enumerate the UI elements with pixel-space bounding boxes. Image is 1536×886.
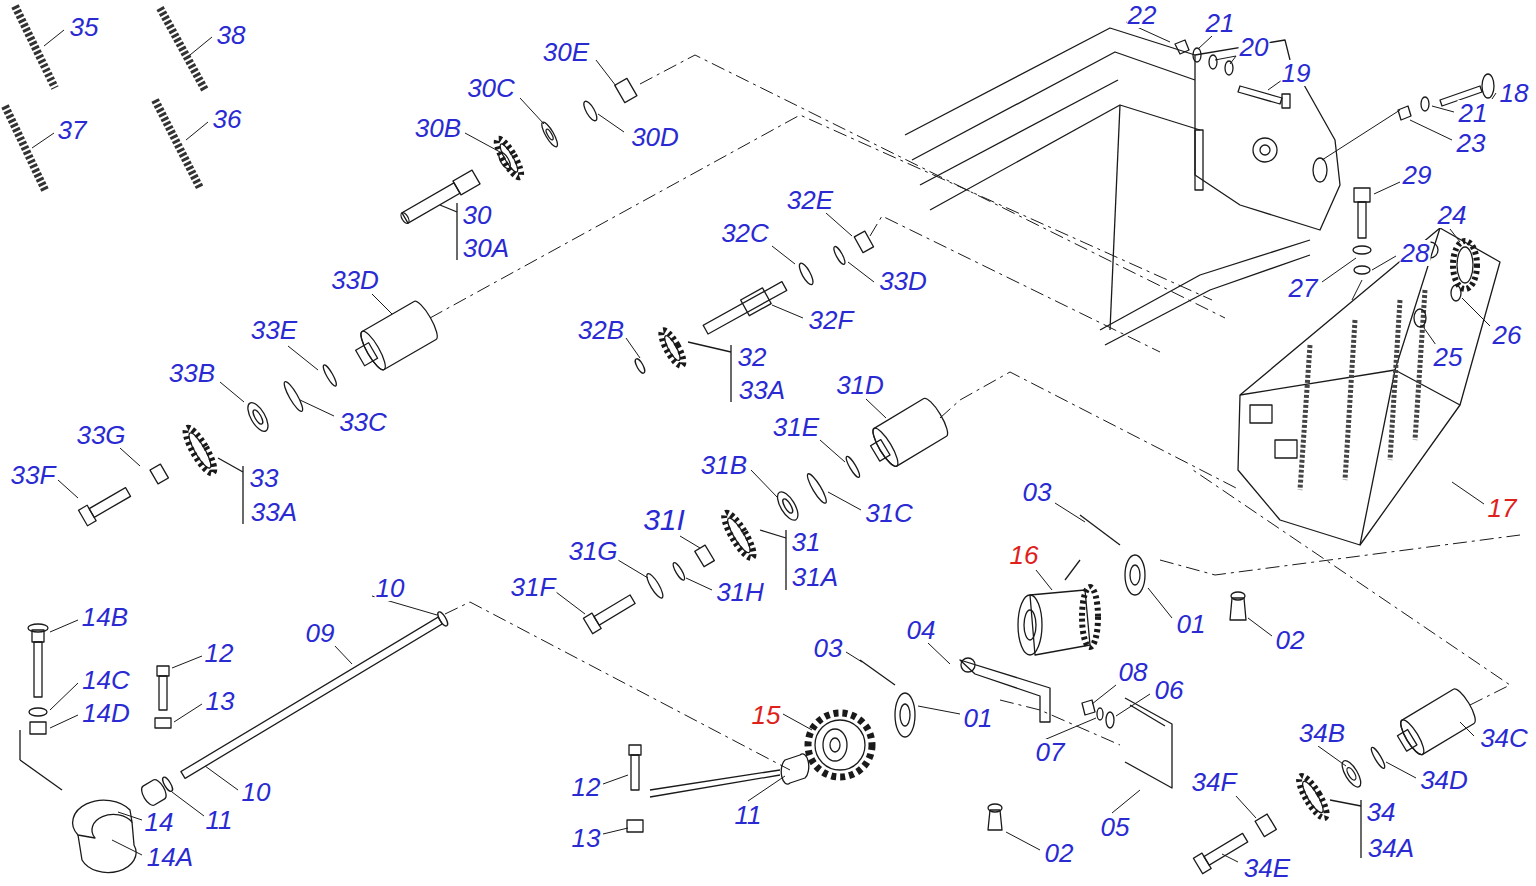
callout-number: 34B: [1298, 720, 1346, 746]
callout-number: 37: [57, 117, 88, 143]
callout-number: 20: [1239, 34, 1270, 60]
callout-number: 31F: [510, 574, 557, 600]
callout-number: 10: [241, 779, 272, 805]
callout-number: 30: [462, 202, 493, 228]
callout-number: 16: [1009, 542, 1040, 568]
callout-number: 11: [734, 802, 763, 828]
callout-number: 33: [249, 465, 280, 491]
callout-number: 02: [1275, 627, 1306, 653]
callout-number: 30A: [462, 235, 510, 261]
callout-number: 33A: [738, 377, 786, 403]
callout-number: 05: [1100, 814, 1131, 840]
callout-number: 33D: [330, 267, 380, 293]
callout-number: 31E: [772, 414, 820, 440]
callout-number: 32: [737, 344, 768, 370]
callout-number: 25: [1433, 344, 1464, 370]
callout-number: 31D: [835, 372, 885, 398]
callout-number: 18: [1499, 80, 1530, 106]
callout-number: 31H: [715, 579, 765, 605]
callout-number: 09: [305, 620, 336, 646]
callout-number: 31G: [567, 538, 618, 564]
callout-number: 13: [571, 825, 602, 851]
callout-number: 12: [571, 774, 602, 800]
callout-number: 32B: [577, 317, 625, 343]
callout-number: 33B: [168, 360, 216, 386]
callout-number: 33A: [250, 499, 298, 525]
callout-number: 38: [216, 22, 247, 48]
callout-number: 30C: [466, 75, 516, 101]
callout-number: 33F: [10, 462, 57, 488]
callout-number: 33D: [878, 268, 928, 294]
callout-number: 34C: [1479, 725, 1529, 751]
callout-number: 14: [144, 809, 175, 835]
callout-number: 31C: [864, 500, 914, 526]
callout-number: 32E: [786, 187, 834, 213]
callout-number: 29: [1402, 162, 1433, 188]
callout-number: 27: [1288, 275, 1319, 301]
callout-number: 30E: [542, 39, 590, 65]
callout-number: 35: [69, 14, 100, 40]
callout-number: 03: [1022, 479, 1053, 505]
callout-number: 36: [212, 106, 243, 132]
callout-number: 15: [751, 702, 782, 728]
callout-number: 01: [1176, 611, 1207, 637]
callout-number: 14D: [81, 700, 131, 726]
callout-number: 33G: [75, 422, 126, 448]
callout-number: 13: [205, 688, 236, 714]
callout-number: 06: [1154, 677, 1185, 703]
callout-number: 07: [1035, 739, 1066, 765]
callout-number: 03: [813, 635, 844, 661]
callout-number: 33C: [338, 409, 388, 435]
callout-number: 31I: [642, 505, 686, 535]
callout-number: 30D: [630, 124, 680, 150]
callout-number: 34E: [1243, 855, 1291, 881]
callout-number: 21: [1205, 10, 1236, 36]
callout-number: 34F: [1191, 769, 1238, 795]
callout-number: 31A: [791, 564, 839, 590]
callout-number: 30B: [414, 115, 462, 141]
callout-number: 04: [906, 617, 937, 643]
callout-number: 34: [1366, 799, 1397, 825]
callout-number: 22: [1127, 2, 1158, 28]
callout-number: 32F: [808, 307, 855, 333]
callout-number: 14B: [81, 604, 129, 630]
callout-number: 10: [375, 575, 406, 601]
callout-number: 17: [1487, 495, 1518, 521]
callout-number: 31B: [700, 452, 748, 478]
callout-number: 12: [204, 640, 235, 666]
callout-number: 02: [1044, 840, 1075, 866]
callout-number: 08: [1118, 659, 1149, 685]
callout-number: 28: [1400, 240, 1431, 266]
callout-number: 26: [1492, 322, 1523, 348]
callout-number: 34D: [1419, 767, 1469, 793]
callout-number: 24: [1437, 202, 1468, 228]
callout-number: 21: [1458, 100, 1489, 126]
callout-number: 23: [1456, 130, 1487, 156]
callout-number: 11: [205, 807, 234, 833]
callout-number: 14A: [146, 844, 194, 870]
callout-number: 31: [791, 529, 822, 555]
callout-number: 33E: [250, 317, 298, 343]
callout-number: 01: [963, 705, 994, 731]
callout-number: 34A: [1367, 835, 1415, 861]
callout-number: 19: [1281, 60, 1312, 86]
callout-number: 14C: [81, 667, 131, 693]
callout-number: 32C: [720, 220, 770, 246]
